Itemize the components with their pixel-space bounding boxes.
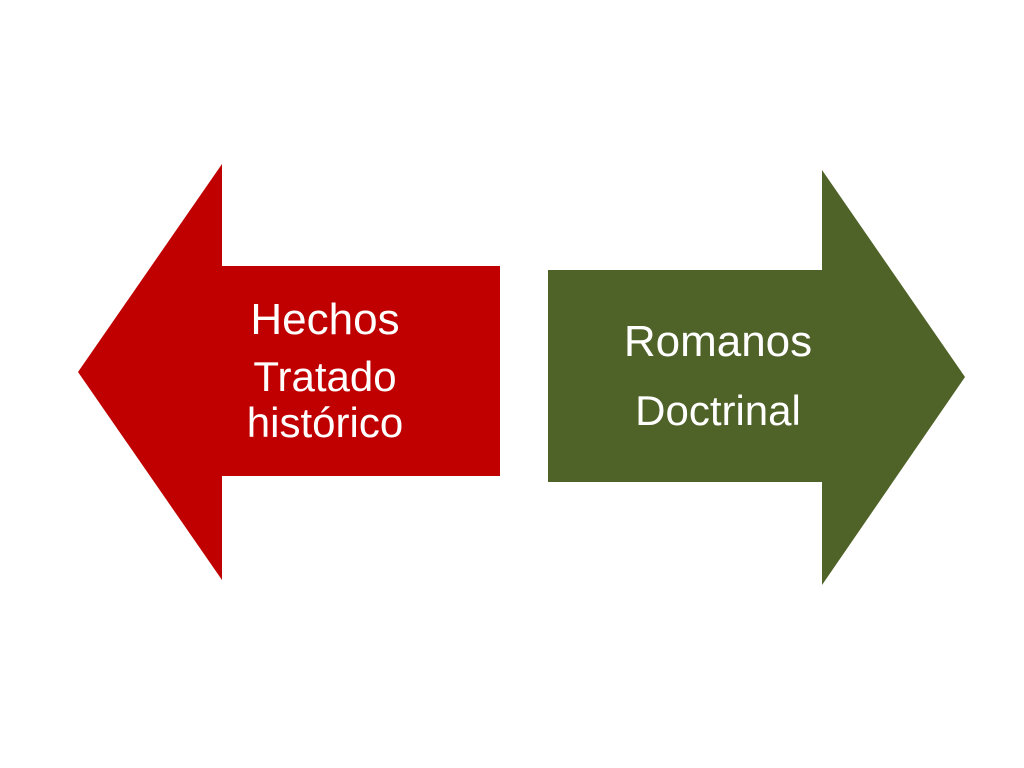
right-arrow-title: Romanos [623,316,813,366]
right-arrow-subtitle: Doctrinal [635,387,801,435]
right-arrow-label: Romanos Doctrinal [598,270,838,482]
left-arrow-subtitle: Tratado histórico [246,353,404,447]
left-arrow-label: Hechos Tratado histórico [222,266,428,476]
left-arrow-title: Hechos [250,294,400,344]
right-arrow-shape [548,170,965,585]
left-arrow-shape [78,164,500,580]
